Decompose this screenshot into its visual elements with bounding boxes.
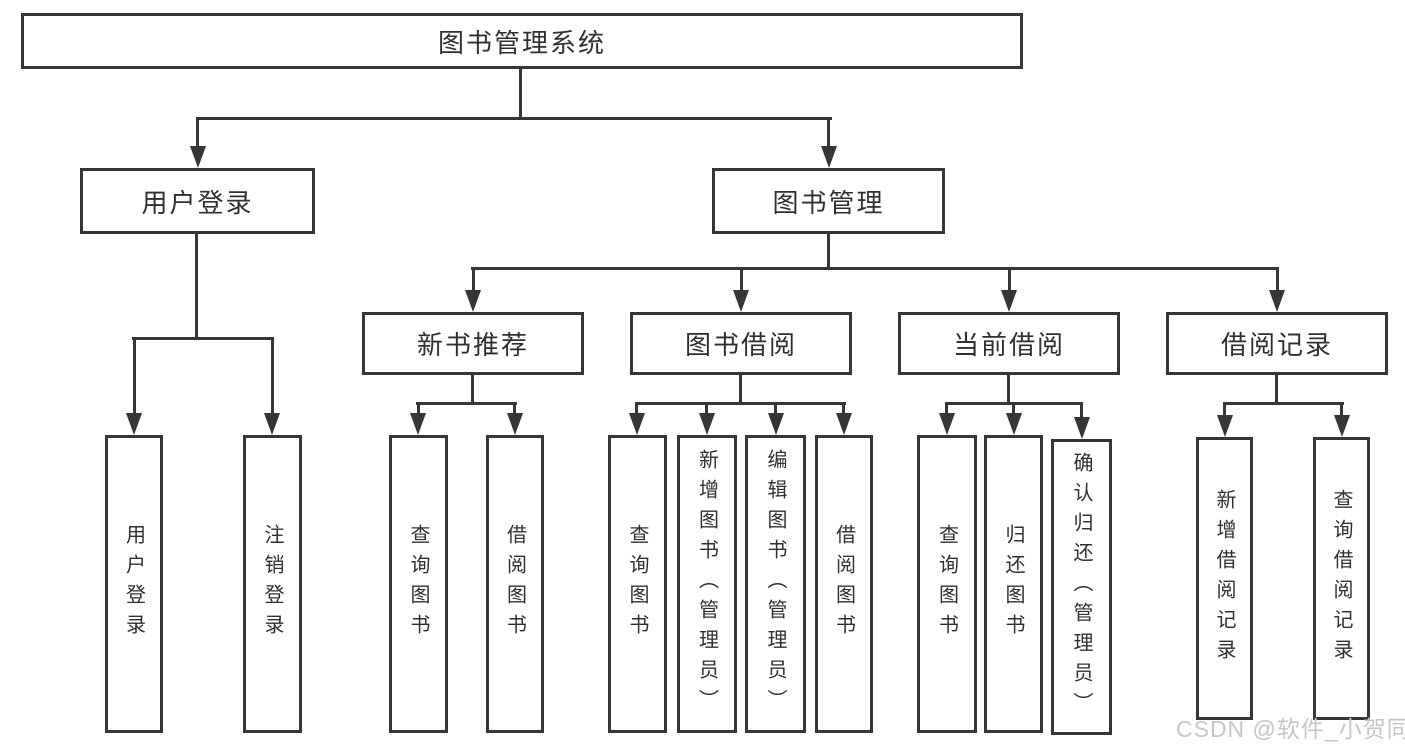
connector-line [1012, 402, 1015, 415]
connector-line [635, 402, 846, 405]
node-label: 编辑图书（管理员） [764, 449, 786, 719]
connector-line [635, 402, 638, 415]
connector-line [195, 234, 198, 340]
arrow-down-icon [507, 413, 523, 435]
connector-line [1275, 375, 1278, 405]
connector-line [472, 267, 475, 293]
connector-line [842, 402, 845, 415]
connector-line [471, 267, 1279, 270]
node-label: 归还图书 [1002, 524, 1024, 644]
csdn-watermark: CSDN @软件_小贺同学 [1176, 716, 1405, 742]
connector-line [827, 234, 830, 270]
leaf-add-borrow-record: 新增借阅记录 [1196, 437, 1253, 720]
arrow-down-icon [126, 413, 142, 435]
node-label: 查询图书 [407, 524, 429, 644]
node-borrowing-records: 借阅记录 [1166, 312, 1388, 375]
node-label: 用户登录 [122, 524, 145, 644]
node-book-borrowing: 图书借阅 [630, 312, 852, 375]
connector-line [471, 375, 474, 405]
connector-line [1223, 402, 1226, 417]
node-book-management: 图书管理 [712, 168, 945, 234]
arrow-down-icon [699, 413, 715, 435]
node-label: 确认归还（管理员） [1070, 452, 1092, 722]
connector-line [740, 267, 743, 293]
connector-line [739, 375, 742, 405]
arrow-down-icon [733, 290, 749, 312]
connector-line [774, 402, 777, 415]
connector-line [271, 337, 274, 417]
connector-line [132, 337, 274, 340]
leaf-edit-books-admin: 编辑图书（管理员） [745, 435, 806, 733]
node-label: 图书管理系统 [437, 27, 606, 58]
connector-line [513, 402, 516, 415]
connector-line [1223, 402, 1344, 405]
arrow-down-icon [1269, 290, 1285, 312]
node-label: 借阅记录 [1220, 330, 1333, 360]
leaf-add-books-admin: 新增图书（管理员） [677, 435, 737, 733]
leaf-user-login: 用户登录 [105, 435, 163, 733]
leaf-query-borrow-record: 查询借阅记录 [1313, 437, 1370, 720]
connector-line [1080, 402, 1083, 418]
arrow-down-icon [190, 146, 206, 168]
leaf-borrow-books-recommend: 借阅图书 [486, 435, 544, 733]
arrow-down-icon [1006, 413, 1022, 435]
connector-line [417, 402, 420, 415]
connector-line [1276, 267, 1279, 293]
node-label: 当前借阅 [952, 330, 1065, 360]
arrow-down-icon [1217, 415, 1233, 437]
arrow-down-icon [264, 413, 280, 435]
node-user-login: 用户登录 [80, 168, 315, 234]
arrow-down-icon [821, 146, 837, 168]
connector-line [196, 117, 832, 120]
connector-line [196, 117, 199, 150]
node-new-book-recommendation: 新书推荐 [362, 312, 584, 375]
arrow-down-icon [768, 413, 784, 435]
leaf-query-books-recommend: 查询图书 [389, 435, 448, 733]
connector-line [1008, 267, 1011, 293]
arrow-down-icon [629, 413, 645, 435]
leaf-return-books: 归还图书 [984, 435, 1043, 733]
leaf-logout: 注销登录 [243, 435, 302, 733]
leaf-borrow-books: 借阅图书 [815, 435, 873, 733]
connector-line [1340, 402, 1343, 417]
node-label: 查询借阅记录 [1330, 488, 1352, 669]
node-label: 新增图书（管理员） [695, 449, 718, 719]
node-label: 借阅图书 [832, 524, 855, 644]
node-label: 用户登录 [141, 187, 254, 218]
arrow-down-icon [939, 413, 955, 435]
connector-line [945, 402, 948, 415]
node-label: 新书推荐 [416, 330, 529, 360]
connector-line [133, 337, 136, 417]
connector-line [827, 117, 830, 150]
node-label: 图书管理 [772, 187, 885, 218]
connector-line [416, 402, 517, 405]
arrow-down-icon [836, 413, 852, 435]
node-label: 注销登录 [261, 524, 283, 644]
node-label: 新增借阅记录 [1213, 488, 1235, 669]
node-label: 查询图书 [626, 524, 648, 644]
arrow-down-icon [1074, 417, 1090, 439]
node-label: 查询图书 [935, 524, 958, 644]
connector-line [705, 402, 708, 415]
node-label: 借阅图书 [503, 524, 526, 644]
arrow-down-icon [410, 413, 426, 435]
connector-line [1007, 375, 1010, 405]
node-current-borrowing: 当前借阅 [898, 312, 1120, 375]
connector-line [519, 69, 522, 119]
leaf-confirm-return-admin: 确认归还（管理员） [1051, 439, 1112, 735]
arrow-down-icon [1001, 290, 1017, 312]
arrow-down-icon [1334, 415, 1350, 437]
node-library-management-system: 图书管理系统 [21, 13, 1023, 69]
leaf-query-books-current: 查询图书 [917, 435, 977, 733]
leaf-query-books-borrowing: 查询图书 [608, 435, 667, 733]
node-label: 图书借阅 [684, 330, 797, 360]
arrow-down-icon [465, 290, 481, 312]
